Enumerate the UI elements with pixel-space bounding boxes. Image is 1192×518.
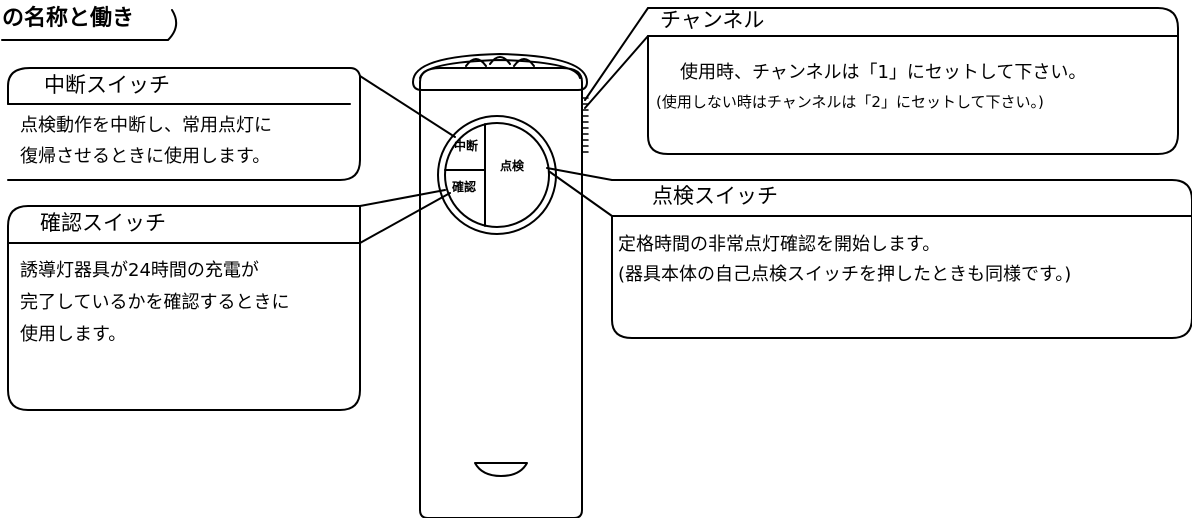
chudan-leader [359,75,456,138]
page-title: の名称と働き [2,6,135,31]
chudan-switch-title: 中断スイッチ [44,73,170,97]
remote-top-cap [412,53,588,91]
button-ring-inner [444,122,550,228]
tenken-switch-line: (器具本体の自己点検スイッチを押したときも同様です。) [618,264,1072,285]
kakunin-switch-line: 誘導灯器具が24時間の充電が [20,260,259,281]
kakunin-button[interactable]: 確認 [452,180,477,194]
kakunin-callout-box [7,205,361,411]
chudan-button[interactable]: 中断 [454,139,479,153]
channel-line: (使用しない時はチャンネルは「2」にセットして下さい。) [656,93,1044,111]
kakunin-switch-title: 確認スイッチ [40,211,166,235]
bottom-indicator [474,462,528,477]
chudan-switch-line: 復帰させるときに使用します。 [20,146,271,167]
remote-body-outline [419,67,583,518]
tenken-leader-top [546,167,613,181]
chudan-callout-box [7,67,361,181]
tenken-callout-box [611,179,1192,339]
title-bracket [1,9,178,41]
kakunin-leader-bottom [359,192,451,244]
button-ring-outer [437,115,557,235]
tenken-switch-title: 点検スイッチ [652,184,778,208]
remote-top-bumps [465,56,535,67]
channel-leader-top [584,7,649,101]
channel-leader-bottom [584,35,649,109]
channel-title: チャンネル [660,8,765,32]
tenken-button[interactable]: 点検 [500,159,525,173]
kakunin-leader-top [359,189,446,207]
tenken-leader-bottom [549,171,613,217]
kakunin-switch-line: 完了しているかを確認するときに [20,292,290,313]
channel-callout-box [647,7,1179,155]
kakunin-switch-line: 使用します。 [20,324,127,345]
channel-line: 使用時、チャンネルは「1」にセットして下さい。 [680,62,1087,83]
chudan-switch-line: 点検動作を中断し、常用点灯に [20,115,272,136]
remote-top-cap-inner [419,59,581,79]
tenken-switch-line: 定格時間の非常点灯確認を開始します。 [618,234,941,255]
